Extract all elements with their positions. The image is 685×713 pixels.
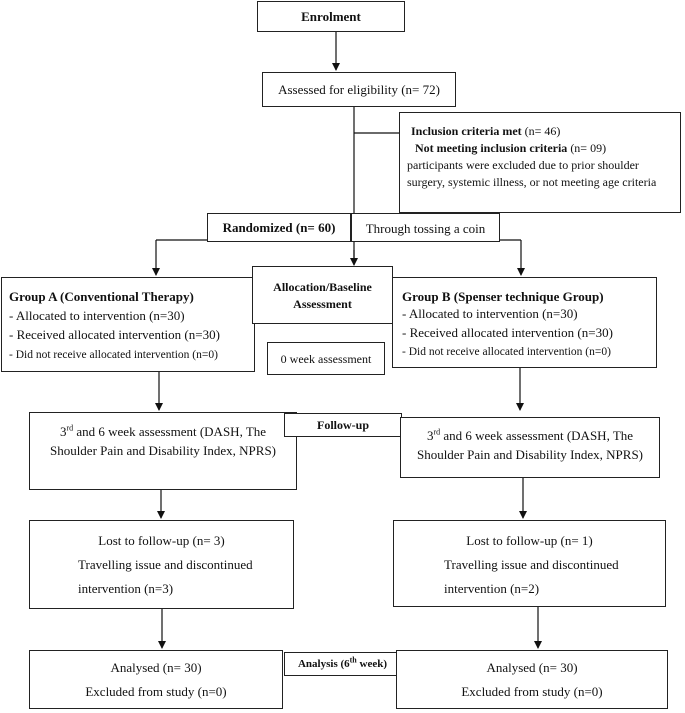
analysed-a-line2: Excluded from study (n=0) (85, 684, 227, 699)
inclusion-not-label: Not meeting inclusion criteria (415, 141, 568, 155)
assessment-b-rest: and 6 week assessment (DASH, The (440, 428, 634, 443)
analysed-b-line2: Excluded from study (n=0) (461, 684, 603, 699)
assessment-a-line1: 3rd and 6 week assessment (DASH, The (30, 424, 296, 440)
followup-label: Follow-up (316, 418, 369, 432)
followup-box: Follow-up (284, 413, 402, 437)
week0-box: 0 week assessment (267, 342, 385, 375)
analysed-a-box: Analysed (n= 30) Excluded from study (n=… (29, 650, 283, 709)
group-a-title: Group A (Conventional Therapy) (9, 289, 194, 304)
assessment-a-num: 3 (59, 424, 67, 439)
assessment-a-rest: and 6 week assessment (DASH, The (73, 424, 267, 439)
analysis-suffix: week) (356, 658, 388, 670)
lost-a-line1: Lost to follow-up (n= 3) (98, 533, 225, 548)
coin-box: Through tossing a coin (351, 213, 500, 242)
inclusion-met-count: (n= 46) (521, 124, 561, 138)
lost-a-line2: Travelling issue and discontinued (78, 557, 253, 572)
analysed-b-box: Analysed (n= 30) Excluded from study (n=… (396, 650, 668, 709)
assessment-b-line1: 3rd and 6 week assessment (DASH, The (401, 428, 659, 444)
assessment-b-num: 3 (426, 428, 434, 443)
lost-a-line3: intervention (n=3) (78, 581, 174, 596)
enrolment-label: Enrolment (301, 9, 361, 24)
allocation-box: Allocation/Baseline Assessment (252, 266, 393, 324)
analysis-label-box: Analysis (6th week) (284, 652, 401, 676)
week0-label: 0 week assessment (280, 352, 372, 366)
group-a-allocated: - Allocated to intervention (n=30) (9, 308, 185, 323)
coin-label: Through tossing a coin (365, 221, 486, 236)
lost-a-box: Lost to follow-up (n= 3) Travelling issu… (29, 520, 294, 609)
analysed-a-line1: Analysed (n= 30) (110, 660, 202, 675)
lost-b-line3: intervention (n=2) (444, 581, 540, 596)
randomized-box: Randomized (n= 60) (207, 213, 351, 242)
group-b-box: Group B (Spenser technique Group) - Allo… (392, 277, 657, 368)
analysis-sup: th (349, 655, 357, 665)
assessed-box: Assessed for eligibility (n= 72) (262, 72, 456, 107)
inclusion-not-count: (n= 09) (567, 141, 607, 155)
assessment-b-line2: Shoulder Pain and Disability Index, NPRS… (416, 447, 644, 462)
group-b-allocated: - Allocated to intervention (n=30) (402, 306, 578, 321)
enrolment-box: Enrolment (257, 1, 405, 32)
assessment-a-line2: Shoulder Pain and Disability Index, NPRS… (49, 443, 277, 458)
allocation-line2: Assessment (293, 297, 352, 311)
assessment-b-box: 3rd and 6 week assessment (DASH, The Sho… (400, 417, 660, 478)
randomized-label: Randomized (n= 60) (222, 220, 336, 235)
assessed-label: Assessed for eligibility (n= 72) (278, 82, 440, 97)
assessment-a-sup: rd (66, 423, 74, 433)
inclusion-met: Inclusion criteria met (n= 46) (411, 123, 560, 139)
group-b-received: - Received allocated intervention (n=30) (402, 325, 613, 340)
inclusion-box: Inclusion criteria met (n= 46) Not meeti… (399, 112, 681, 213)
inclusion-not-met: Not meeting inclusion criteria (n= 09) (415, 140, 606, 156)
lost-b-line1: Lost to follow-up (n= 1) (466, 533, 593, 548)
allocation-line1: Allocation/Baseline (273, 280, 372, 294)
exclusion-reason-line1: participants were excluded due to prior … (407, 158, 639, 172)
group-b-title: Group B (Spenser technique Group) (402, 289, 604, 304)
group-b-not-received: - Did not receive allocated intervention… (402, 346, 611, 358)
group-a-received: - Received allocated intervention (n=30) (9, 327, 220, 342)
analysis-label: Analysis (6th week) (285, 656, 400, 672)
lost-b-box: Lost to follow-up (n= 1) Travelling issu… (393, 520, 666, 607)
lost-b-line2: Travelling issue and discontinued (444, 557, 619, 572)
group-a-not-received: - Did not receive allocated intervention… (9, 349, 218, 361)
assessment-a-box: 3rd and 6 week assessment (DASH, The Sho… (29, 412, 297, 490)
assessment-b-sup: rd (433, 427, 441, 437)
exclusion-reason-line2: surgery, systemic illness, or not meetin… (407, 175, 657, 189)
analysis-prefix: Analysis (6 (297, 658, 350, 670)
group-a-box: Group A (Conventional Therapy) - Allocat… (1, 277, 255, 372)
analysed-b-line1: Analysed (n= 30) (486, 660, 578, 675)
inclusion-met-label: Inclusion criteria met (411, 124, 522, 138)
